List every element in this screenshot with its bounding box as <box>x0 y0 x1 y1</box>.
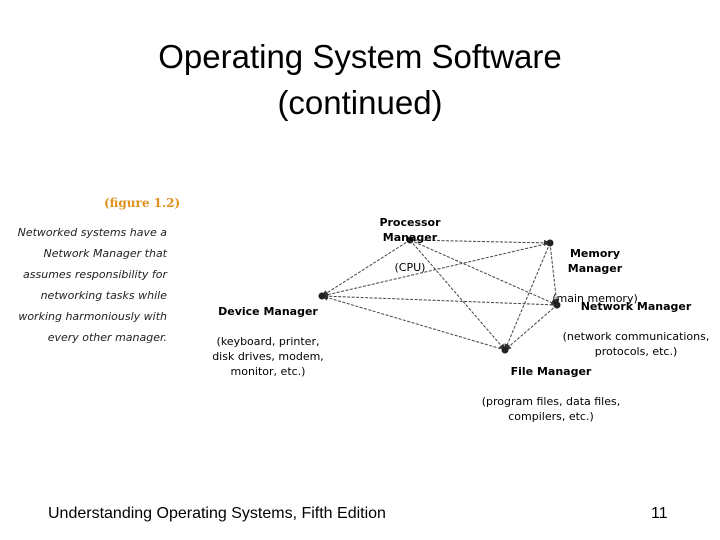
file-node-dot <box>501 346 509 354</box>
processor-manager-name: Processor Manager <box>379 216 441 244</box>
connection-processor-memory <box>409 239 551 246</box>
slide-title-line-2: (continued) <box>277 84 443 121</box>
network-manager-node: Network Manager (network communications,… <box>562 284 710 374</box>
page-number: 11 <box>651 505 668 522</box>
network-manager-name: Network Manager <box>580 300 692 313</box>
connection-memory-network <box>549 242 560 306</box>
connection-processor-device <box>321 239 411 297</box>
device-manager-desc: (keyboard, printer, disk drives, modem, … <box>212 335 324 378</box>
processor-manager-node: Processor Manager (CPU) <box>356 200 464 290</box>
file-manager-desc: (program files, data files, compilers, e… <box>481 395 621 423</box>
figure-caption: Networked systems have a Network Manager… <box>17 226 167 344</box>
processor-node-dot <box>406 236 414 244</box>
connection-network-file <box>504 304 558 351</box>
slide-title-line-1: Operating System Software <box>158 38 562 75</box>
device-node-dot <box>318 292 326 300</box>
connection-network-device <box>321 293 558 306</box>
network-manager-desc: (network communications, protocols, etc.… <box>562 330 710 358</box>
connection-processor-file <box>409 239 506 351</box>
memory-manager-desc: (main memory) <box>552 292 638 305</box>
memory-node-dot <box>546 239 554 247</box>
file-manager-node: File Manager (program files, data files,… <box>478 349 624 439</box>
footer-text: Understanding Operating Systems, Fifth E… <box>48 505 386 522</box>
connection-layer <box>321 239 560 351</box>
slide-title: Operating System Software (continued) <box>0 34 720 126</box>
file-manager-name: File Manager <box>510 365 592 378</box>
connection-file-device <box>321 294 506 351</box>
memory-manager-name: Memory Manager <box>567 247 623 275</box>
memory-manager-node: Memory Manager (main memory) <box>543 231 647 321</box>
device-manager-name: Device Manager <box>218 305 318 318</box>
network-node-dot <box>553 301 561 309</box>
figure-label: (figure 1.2) <box>104 196 181 210</box>
connection-memory-device <box>321 242 551 298</box>
node-dot-layer <box>318 236 561 354</box>
device-manager-node: Device Manager (keyboard, printer, disk … <box>211 289 325 394</box>
connection-memory-file <box>504 242 551 351</box>
processor-manager-desc: (CPU) <box>394 261 426 274</box>
